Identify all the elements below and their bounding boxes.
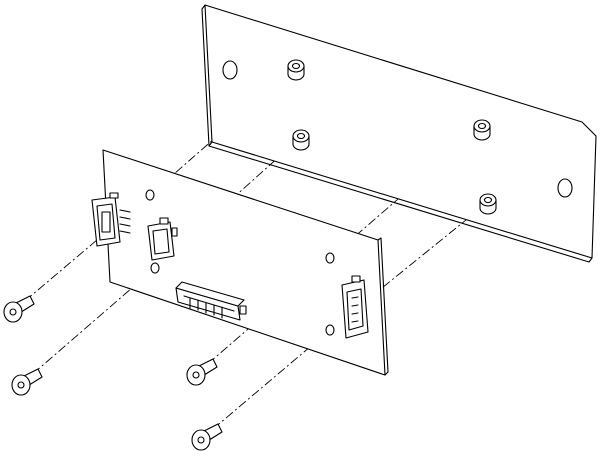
- connector-left-large: [91, 192, 131, 247]
- mounting-hole: [222, 60, 238, 80]
- circuit-board-edge: [377, 237, 389, 376]
- axis-line-1: [11, 194, 151, 313]
- screws: [3, 295, 223, 451]
- standoff: [292, 129, 310, 151]
- connector-bottom: [175, 281, 247, 321]
- standoff: [287, 59, 305, 81]
- screw: [186, 358, 218, 386]
- connector-right: [341, 275, 369, 339]
- board-hole: [150, 262, 160, 274]
- standoff: [479, 193, 497, 215]
- back-plate-edge: [201, 4, 213, 147]
- circuit-board: [102, 149, 389, 376]
- standoffs: [287, 59, 497, 215]
- board-hole: [145, 189, 155, 201]
- mounting-hole: [557, 178, 573, 198]
- back-plate-bottom-edge: [208, 145, 593, 263]
- screw: [11, 368, 43, 396]
- standoff: [473, 119, 491, 141]
- screw: [3, 295, 35, 323]
- connector-left-small: [147, 217, 178, 261]
- board-hole: [325, 252, 335, 264]
- circuit-board-face: [102, 149, 386, 376]
- screw: [191, 423, 223, 451]
- board-hole: [325, 324, 335, 336]
